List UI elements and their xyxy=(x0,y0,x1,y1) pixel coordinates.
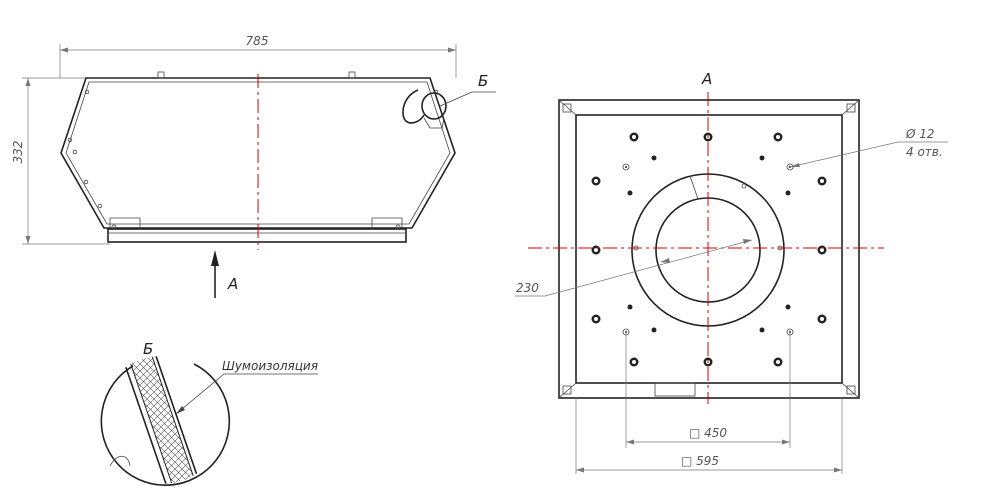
height-dim-text: 332 xyxy=(11,141,25,164)
insulation-layer xyxy=(127,356,197,484)
detail-callout-label: Б xyxy=(478,72,488,90)
detail-title: Б xyxy=(143,340,153,358)
hole-dim-text: Ø 12 xyxy=(905,127,935,141)
mounting-holes xyxy=(591,132,827,367)
base-flange xyxy=(107,228,407,243)
plan-view-title: A xyxy=(701,70,712,88)
opening-dim-text: 230 xyxy=(516,281,539,295)
width-dim-text: 785 xyxy=(246,34,269,48)
inner-frame xyxy=(575,114,843,384)
material-label: Шумоизоляция xyxy=(222,359,318,373)
outer-frame xyxy=(558,99,860,399)
outer-dim-text: □ 595 xyxy=(681,454,719,468)
view-arrow-icon xyxy=(211,250,219,266)
housing-outline xyxy=(60,77,456,229)
hole-count-text: 4 отв. xyxy=(906,145,943,159)
inner-dim-text: □ 450 xyxy=(689,426,727,440)
detail-view: Б Шумоизоляция xyxy=(100,340,318,487)
plan-view: A xyxy=(515,70,948,474)
small-holes xyxy=(627,155,791,333)
side-view: 785 332 xyxy=(11,34,496,298)
cable-gland xyxy=(402,89,447,129)
view-arrow-label: A xyxy=(227,275,238,293)
